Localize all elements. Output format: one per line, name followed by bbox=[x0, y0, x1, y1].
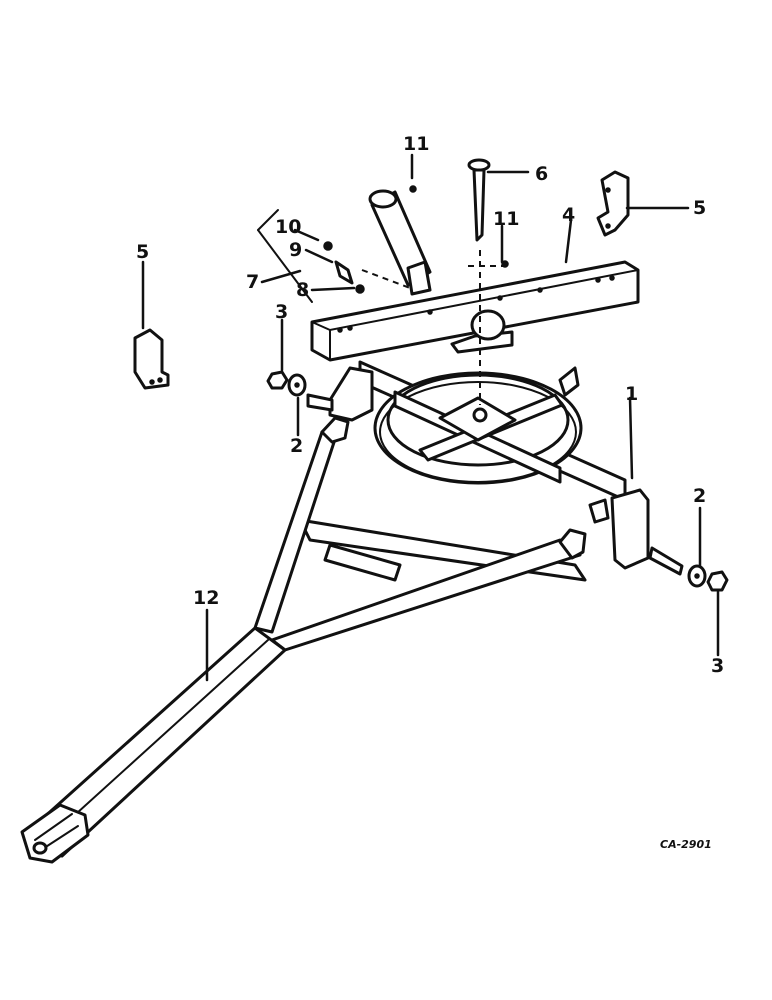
callout-3-left: 3 bbox=[275, 301, 288, 323]
callout-11-right: 11 bbox=[493, 208, 519, 230]
callout-9: 9 bbox=[289, 239, 302, 261]
part-9-bolt bbox=[334, 260, 354, 285]
part-5-right-bracket bbox=[596, 170, 630, 237]
part-10-nut bbox=[323, 241, 333, 251]
callout-12: 12 bbox=[193, 587, 219, 609]
part-11-top-pin bbox=[409, 185, 417, 193]
callout-3-right: 3 bbox=[711, 655, 724, 677]
callout-8: 8 bbox=[296, 279, 309, 301]
callout-7: 7 bbox=[246, 271, 259, 293]
drawing-code: CA-2901 bbox=[660, 838, 712, 851]
part-2-right-washer bbox=[687, 564, 707, 588]
part-12-hitch-tongue bbox=[20, 416, 587, 864]
leader-lines bbox=[141, 153, 720, 682]
callout-2-left: 2 bbox=[290, 435, 303, 457]
callout-5-left: 5 bbox=[136, 241, 149, 263]
callout-10: 10 bbox=[275, 216, 301, 238]
callout-5-right: 5 bbox=[693, 197, 706, 219]
callout-1: 1 bbox=[625, 383, 638, 405]
part-3-left-nut bbox=[266, 370, 289, 390]
callout-4: 4 bbox=[562, 204, 575, 226]
part-6-kingpin bbox=[467, 158, 491, 405]
callout-11-top: 11 bbox=[403, 133, 429, 155]
callout-labels: 11 6 4 5 11 10 9 7 8 5 3 2 1 2 3 12 CA-2… bbox=[136, 133, 724, 851]
parts-7-to-11-hardware bbox=[257, 185, 509, 303]
part-2-left-washer bbox=[287, 373, 307, 397]
part-1-axle-frame bbox=[306, 360, 684, 576]
part-5-left-bracket bbox=[133, 328, 170, 390]
part-3-right-nut bbox=[706, 570, 729, 592]
callout-6: 6 bbox=[535, 163, 548, 185]
part-11-right-pin bbox=[501, 260, 509, 268]
part-8-washer bbox=[355, 284, 365, 294]
callout-2-right: 2 bbox=[693, 485, 706, 507]
